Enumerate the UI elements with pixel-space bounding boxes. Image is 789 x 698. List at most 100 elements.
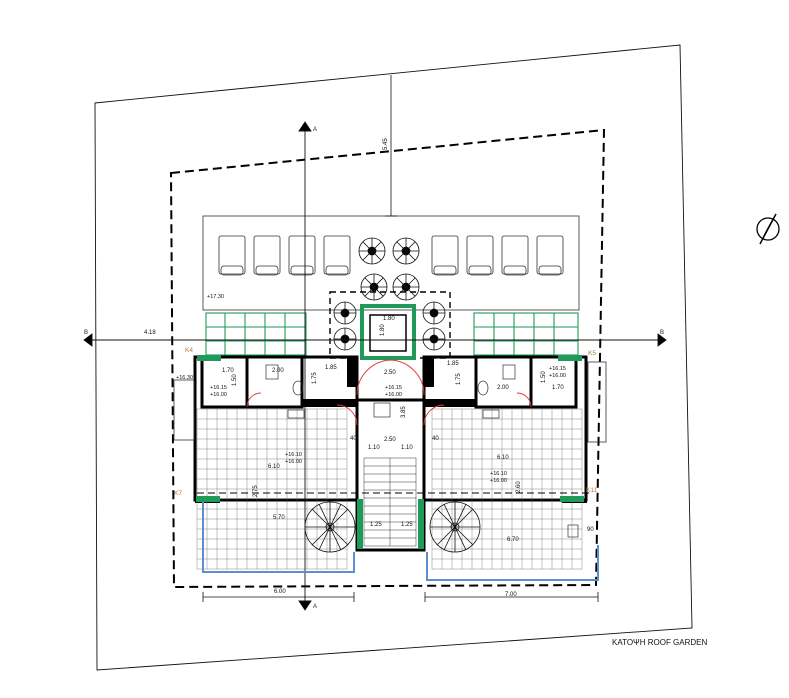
bottom-dimension-lines (202, 592, 599, 602)
sunbed-icon (466, 235, 494, 276)
level-1610-right: +16.10 (490, 471, 507, 477)
dimension-110-right: 1.10 (401, 445, 413, 451)
stair-landing (418, 499, 424, 549)
fixtures (265, 364, 579, 538)
spiral-stair-icon (429, 501, 481, 553)
section-arrow-icon (83, 333, 93, 347)
wall-fills (195, 357, 587, 503)
dimension-260: 2.60 (516, 481, 522, 493)
level-1730: +17.30 (207, 294, 224, 300)
dimension-250-bottom: 2.50 (384, 437, 396, 443)
level-1610-left: +16.10 (285, 452, 302, 458)
section-arrow-icon (298, 600, 312, 611)
dimension-40-left: 40 (350, 436, 357, 442)
tree-icon (333, 327, 357, 351)
building-line (169, 128, 606, 589)
stair-corridor (246, 359, 532, 426)
column-tag-k5: K5 (588, 350, 596, 357)
dimension-600: 6.00 (274, 589, 286, 595)
sunbed-icon (288, 235, 316, 276)
section-arrow-icon (298, 121, 312, 132)
dimension-125-right: 1.25 (401, 522, 413, 528)
level-1615-center: +16.15 (385, 385, 402, 391)
dimension-610-left: 6.10 (268, 464, 280, 470)
column-markers (196, 355, 584, 502)
paving-right (431, 408, 583, 570)
north-arrow-icon (756, 213, 780, 245)
stair-flight (363, 457, 417, 547)
planter-left (205, 312, 307, 356)
dimension-275: 2.75 (253, 485, 259, 497)
tree-icon (392, 273, 420, 301)
section-mark-b-right: B (660, 330, 664, 336)
sunbed-icon (431, 235, 459, 276)
dimension-150-left: 1.50 (232, 374, 238, 386)
sunbed-icon (253, 235, 281, 276)
dimension-180-top: 1.80 (383, 316, 395, 322)
dimension-185-left: 1.85 (325, 365, 337, 371)
dimension-385: 3.85 (401, 406, 407, 418)
dimension-200-right: 2.00 (497, 385, 509, 391)
dimension-670: 6.70 (507, 537, 519, 543)
dimension-175-left: 1.75 (312, 372, 318, 384)
side-wall-right (587, 361, 607, 443)
level-1600-right: +16.00 (549, 373, 566, 379)
dimension-170-right: 1.70 (552, 385, 564, 391)
dimension-90: 90 (587, 527, 594, 533)
planter-right (473, 312, 579, 356)
central-shaft (360, 304, 416, 360)
sunbed-terrace (202, 215, 580, 311)
section-mark-b-left: B (84, 330, 88, 336)
level-1630: +16.30 (176, 375, 193, 381)
tree-icon (358, 237, 386, 265)
level-1600-right-terrace: +16.00 (490, 478, 507, 484)
dimension-200-left: 2.00 (272, 368, 284, 374)
column-tag-k7: K7 (174, 490, 182, 497)
sunbed-row (218, 235, 564, 276)
dimension-700: 7.00 (505, 592, 517, 598)
column-tag-k4: K4 (185, 347, 193, 354)
tree-icon (422, 301, 446, 325)
tree-icon (333, 301, 357, 325)
sunbed-icon (218, 235, 246, 276)
dimension-610-right: 6.10 (497, 455, 509, 461)
spiral-stair-icon (304, 501, 356, 553)
level-1600-center: +16.00 (385, 392, 402, 398)
section-mark-a-bottom: A (313, 604, 317, 610)
drawing-title: ΚΑΤΟΨΗ ROOF GARDEN (612, 638, 708, 647)
tree-icon (360, 273, 388, 301)
sunbed-icon (501, 235, 529, 276)
stair-landing (357, 499, 363, 549)
level-1615-left: +16.15 (210, 385, 227, 391)
level-1615-right: +16.15 (549, 366, 566, 372)
dimension-110-left: 1.10 (368, 445, 380, 451)
dimension-250-top: 2.50 (384, 370, 396, 376)
dimension-40-right: 40 (432, 436, 439, 442)
dimension-545: 5.45 (383, 138, 389, 150)
building-walls (193, 355, 588, 552)
dimension-570: 5.70 (273, 515, 285, 521)
dimension-170-left: 1.70 (222, 368, 234, 374)
plot-boundary (94, 44, 693, 671)
dimension-150-right: 1.50 (541, 371, 547, 383)
sunbed-icon (536, 235, 564, 276)
tree-icon (422, 327, 446, 351)
section-mark-a-top: A (313, 127, 317, 133)
section-line-b (83, 333, 667, 347)
tree-group (333, 237, 446, 351)
dimension-418: 4.18 (144, 330, 156, 336)
paving-left (196, 408, 348, 570)
section-arrow-icon (657, 333, 667, 347)
dimension-125-left: 1.25 (370, 522, 382, 528)
tree-icon (392, 237, 420, 265)
side-wall-left (173, 379, 195, 441)
dimension-175-right: 1.75 (456, 373, 462, 385)
dimension-180-side: 1.80 (380, 324, 386, 336)
level-1600-left-terrace: +16.00 (285, 459, 302, 465)
terrace-outline (202, 500, 599, 581)
sunbed-icon (323, 235, 351, 276)
dimension-185-right: 1.85 (447, 361, 459, 367)
level-1600-left: +16.00 (210, 392, 227, 398)
column-tag-k11: K11 (586, 487, 597, 494)
